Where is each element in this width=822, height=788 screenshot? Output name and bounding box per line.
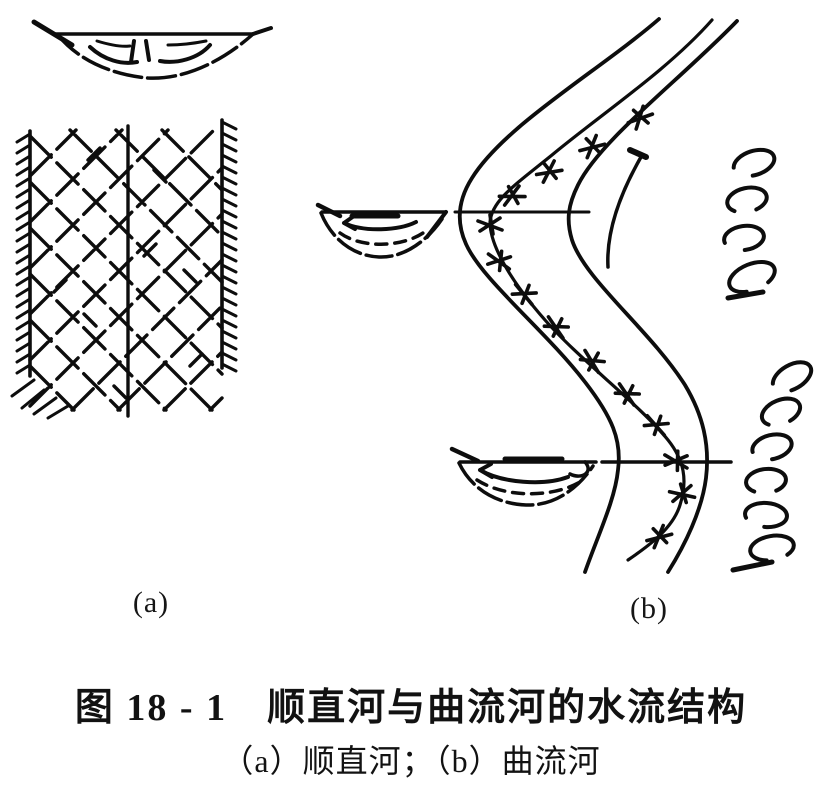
lens-b1-circulation-solid — [342, 214, 418, 232]
crosshatch-flow-lattice — [28, 128, 224, 412]
inner-bank-flow-arrow — [606, 147, 649, 269]
thalweg-line — [488, 18, 714, 562]
figure-caption-subtitle: （a）顺直河；（b）曲流河 — [221, 743, 601, 779]
panel-a-drawing — [10, 19, 273, 420]
meander-right-bank — [566, 19, 739, 574]
cross-section-b-lower — [449, 446, 598, 507]
lens-b2-right-hook — [568, 460, 590, 478]
left-bank-hatching — [10, 132, 70, 420]
lens-b2-left-tip — [449, 446, 481, 464]
lens-b1-circulation-dashed — [338, 231, 425, 246]
straight-channel-plan — [10, 118, 238, 420]
helical-flow-lower-icon — [730, 360, 814, 573]
right-bank-hatching — [220, 120, 238, 373]
lens-b2-circulation-dashed — [475, 478, 582, 496]
cross-section-b-upper — [315, 202, 448, 259]
helical-flow-upper-icon — [722, 147, 777, 301]
lens-b1-bottom — [319, 211, 444, 259]
meander-left-bank — [457, 17, 661, 574]
panel-b-drawing — [315, 17, 814, 574]
figure-caption-title: 图 18 - 1 顺直河与曲流河的水流结构 — [74, 687, 748, 729]
lens-a-right-tip — [251, 26, 273, 36]
panel-b-label: (b) — [630, 592, 668, 625]
lens-a-bottom — [56, 33, 254, 80]
panel-a-label: (a) — [132, 586, 170, 619]
flow-barb-ticks — [52, 146, 204, 400]
cross-section-a — [31, 19, 273, 80]
lens-a-circulation-arrows — [88, 39, 212, 65]
lens-b2-circulation-solid — [478, 462, 570, 485]
